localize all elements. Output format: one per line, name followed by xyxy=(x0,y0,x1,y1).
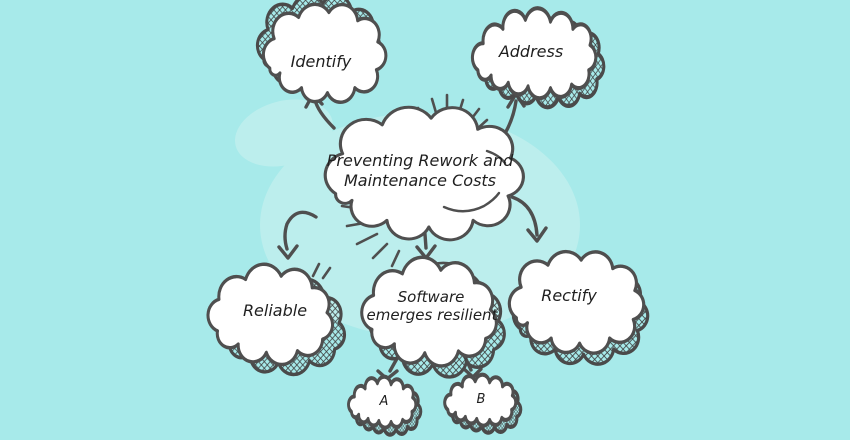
identify-node: Identify xyxy=(255,0,388,104)
child-b-label: B xyxy=(477,392,486,407)
address-node: Address xyxy=(472,8,603,107)
rectify-label: Rectify xyxy=(541,286,597,305)
child-b-node: B xyxy=(445,375,521,433)
cloud-inner-doodle xyxy=(485,149,507,165)
arrowhead-icon xyxy=(277,244,299,260)
child-a-node: A xyxy=(349,377,421,435)
arrowhead-icon xyxy=(526,226,548,243)
software-label-line2: emerges resilient xyxy=(367,306,499,324)
rectify-node: Rectify xyxy=(507,249,650,366)
central-label-line2: Maintenance Costs xyxy=(344,171,496,190)
software-node: Software emerges resilient xyxy=(360,255,507,379)
accent-ticks-above-reliable xyxy=(311,262,332,280)
software-label-line1: Software xyxy=(398,288,465,306)
reliable-node: Reliable xyxy=(206,262,347,377)
arrow-line xyxy=(510,195,539,237)
identify-label: Identify xyxy=(291,52,352,71)
central-label-line1: Preventing Rework and xyxy=(327,151,514,170)
arrow-central-to-rectify xyxy=(510,195,548,243)
address-label: Address xyxy=(498,42,563,61)
arrow-line xyxy=(283,210,318,251)
central-node: Preventing Rework and Maintenance Costs xyxy=(323,105,525,242)
cloud-inner-doodle xyxy=(442,191,501,213)
child-a-label: A xyxy=(379,394,389,409)
arrow-central-to-reliable xyxy=(277,210,318,260)
reliable-label: Reliable xyxy=(243,301,307,320)
